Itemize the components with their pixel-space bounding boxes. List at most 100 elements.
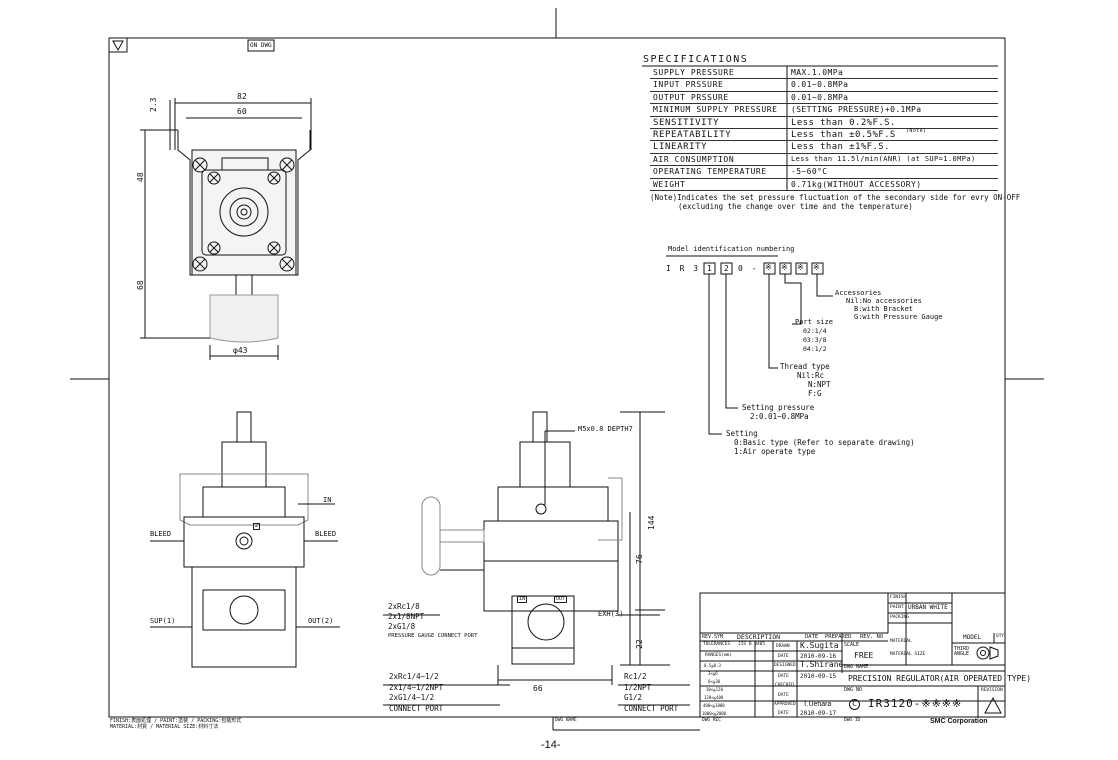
setting-pressure-value: 2:0.01~0.8MPa: [750, 412, 809, 421]
port-label-bleed-right: BLEED: [315, 530, 337, 538]
tb-checked-label: CHECKED: [775, 683, 794, 688]
spec-value: -5~60°C: [791, 167, 828, 177]
spec-value: Less than ±1%F.S.: [791, 142, 890, 153]
dim-2-3: 2.3: [149, 97, 158, 112]
tb-rev-no: REV. NO: [860, 634, 884, 640]
dim-68: 68: [136, 280, 145, 290]
port-label-in: IN: [323, 496, 332, 504]
side-port-note: Rc1/2: [624, 672, 647, 681]
tb-dwg-no-label: DWG NO: [844, 687, 863, 693]
spec-key: LINEARITY: [653, 142, 708, 153]
model-id-star: ※: [797, 263, 804, 272]
model-id-star: ※: [781, 263, 788, 272]
accessory-item: G:with Pressure Gauge: [854, 313, 943, 321]
tb-tol-row: 1000<≦2000: [702, 711, 727, 716]
spec-value: MAX.1.0MPa: [791, 68, 844, 77]
dim-48: 48: [136, 172, 145, 182]
spec-note-line2: (excluding the change over time and the …: [678, 202, 913, 211]
spec-value: 0.01~0.8MPa: [791, 80, 849, 90]
spec-title: SPECIFICATIONS: [643, 54, 749, 65]
spec-row: WEIGHT 0.71kg(WITHOUT ACCESSORY): [650, 178, 998, 191]
port-label-bleed-left: BLEED: [150, 530, 172, 538]
side-port-note: G1/2: [624, 693, 643, 702]
tb-description: DESCRIPTION: [737, 633, 781, 641]
tb-date-label: DATE: [778, 711, 789, 716]
spec-note-line1: (Note)Indicates the set pressure fluctua…: [650, 193, 1021, 202]
tb-model-label: MODEL: [963, 634, 982, 641]
sheet-border: [108, 37, 1006, 718]
tb-copyright: C: [849, 699, 860, 710]
accessories-title: Accessories: [835, 289, 882, 297]
dim-43: φ43: [233, 346, 248, 355]
tb-dwg-no: IR3120-※※※※: [868, 697, 963, 710]
footer-line2: MATERIAL:材質 / MATERIAL SIZE:材料寸法: [110, 724, 219, 730]
dim-m5: M5x0.8 DEPTH7: [578, 425, 633, 433]
spec-row: MINIMUM SUPPLY PRESSURE(SETTING PRESSURE…: [650, 103, 998, 117]
thread-type-item: F:G: [808, 389, 822, 398]
spec-value: 0.71kg(WITHOUT ACCESSORY): [791, 179, 922, 189]
spec-row: LINEARITY Less than ±1%F.S.: [650, 140, 998, 154]
model-id-box1: 1: [707, 264, 712, 273]
tb-drawn-date: 2010-09-16: [800, 653, 837, 660]
model-id-mid: 0 -: [738, 264, 759, 273]
tb-scale-label: SCALE: [844, 642, 860, 648]
tb-ranges: RANGES(mm): [705, 653, 733, 658]
tb-qty-label: QTY: [996, 634, 1005, 639]
port-label-out: OUT(2): [308, 617, 334, 625]
setting-item: 1:Air operate type: [734, 447, 816, 456]
tb-dwg-name-small: DWG NAME: [555, 718, 577, 723]
spec-value: 0.01~0.8MPa: [791, 92, 849, 102]
spec-value: Less than 11.5l/min(ANR) (at SUP=1.0MPa): [791, 154, 976, 163]
spec-note-mark: (Note): [906, 128, 927, 134]
spec-row: OPERATING TEMPERATURE-5~60°C: [650, 165, 998, 179]
spec-key: REPEATABILITY: [653, 130, 732, 140]
tb-tol-row: 30<≦120: [706, 687, 723, 692]
tb-material-size-label: MATERIAL SIZE: [890, 652, 926, 657]
tb-date-label: DATE: [778, 654, 789, 659]
gauge-port-note: 2xRc1/8: [388, 602, 420, 611]
spec-key: INPUT PRSSURE: [653, 80, 724, 90]
tb-third-angle: THIRD ANGLE: [954, 646, 970, 657]
tb-dwg-rec: DWG REC: [702, 718, 721, 723]
front-view: [150, 411, 340, 668]
model-id-tree: [666, 255, 833, 435]
side-view: [421, 411, 670, 685]
port-label-sup: SUP(1): [150, 617, 176, 625]
tb-finish-label: FINISH: [890, 595, 907, 600]
top-view: [140, 98, 312, 360]
gauge-port-note: 2x1/8NPT: [388, 612, 425, 621]
spec-value: Less than ±0.5%F.S: [791, 130, 896, 140]
spec-key: AIR CONSUMPTION: [653, 154, 735, 164]
spec-row: REPEATABILITY Less than ±0.5%F.S (Note): [650, 128, 998, 142]
page-number: -14-: [541, 739, 561, 751]
port-tag-out: OUT: [554, 596, 568, 603]
accessory-item: Nil:No accessories: [846, 297, 922, 305]
spec-key: OUTPUT PRSSURE: [653, 92, 729, 102]
setting-title: Setting: [726, 429, 758, 438]
model-id-star: ※: [813, 263, 820, 272]
spec-key: SUPPLY PRESSURE: [653, 68, 735, 77]
tb-tol-row: 3<≦6: [708, 671, 718, 676]
tb-date-head: DATE: [805, 634, 819, 640]
dim-66: 66: [533, 684, 543, 693]
side-port-note: CONNECT PORT: [624, 704, 679, 713]
model-id-box2: 2: [724, 264, 729, 273]
thread-type-item: N:NPT: [808, 380, 831, 389]
spec-value: (SETTING PRESSURE)+0.1MPa: [791, 105, 922, 115]
spec-row: INPUT PRSSURE 0.01~0.8MPa: [650, 78, 998, 92]
connect-port-note: 2x1/4~1/2NPT: [389, 683, 444, 692]
dim-76: 76: [635, 554, 644, 564]
tb-rev-sym: REV.SYM: [702, 634, 724, 640]
tb-drawn-by: K.Sugita: [800, 641, 839, 650]
dim-60: 60: [237, 107, 247, 116]
spec-key: SENSITIVITY: [653, 117, 720, 128]
setting-item: 0:Basic type (Refer to separate drawing): [734, 438, 915, 447]
port-size-item: 04:1/2: [803, 345, 827, 353]
tb-tol-row: 400<≦1000: [703, 703, 725, 708]
thread-type-title: Thread type: [780, 362, 830, 371]
setting-pressure-title: Setting pressure: [742, 403, 815, 412]
spec-key: WEIGHT: [653, 179, 686, 189]
on-dwg-tab: ON DWG: [250, 42, 272, 49]
spec-row: OUTPUT PRSSURE 0.01~0.8MPa: [650, 91, 998, 105]
